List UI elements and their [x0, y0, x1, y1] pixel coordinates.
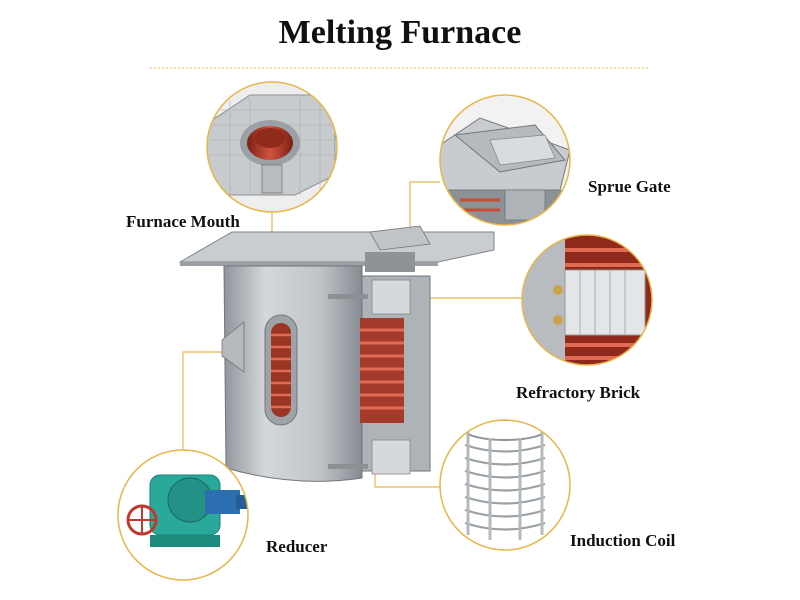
furnace-body [178, 225, 495, 482]
refractory-brick-inset [521, 234, 653, 366]
label-sprue-gate: Sprue Gate [588, 177, 671, 196]
label-furnace-mouth: Furnace Mouth [126, 212, 240, 231]
label-refractory-brick: Refractory Brick [516, 383, 641, 402]
label-reducer: Reducer [266, 537, 328, 556]
reducer-inset [117, 449, 249, 581]
sprue-gate-inset [439, 94, 571, 226]
furnace-mouth-inset [206, 81, 338, 213]
label-induction-coil: Induction Coil [570, 531, 676, 550]
page-title: Melting Furnace [278, 14, 522, 51]
induction-coil-inset [439, 419, 571, 551]
